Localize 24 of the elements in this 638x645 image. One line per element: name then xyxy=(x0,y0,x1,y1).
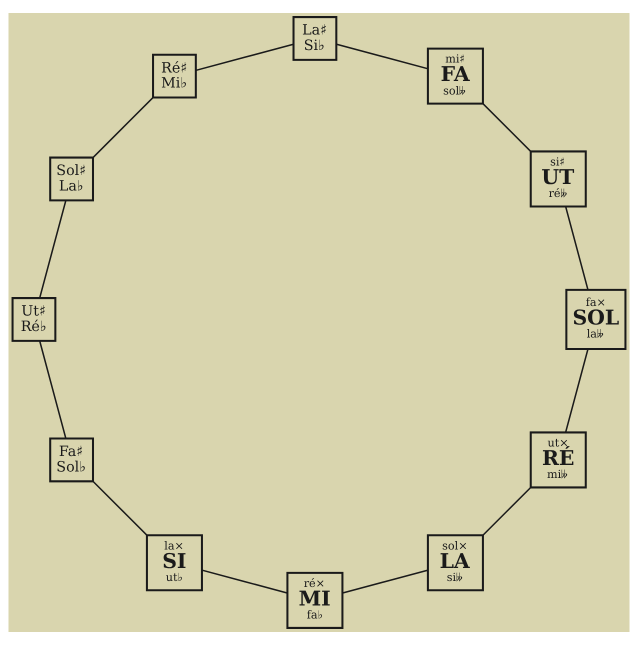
connector xyxy=(564,349,589,432)
node-box: ut× RÉ mi𝄫 xyxy=(530,431,587,488)
connector xyxy=(39,200,67,298)
connector xyxy=(336,44,428,70)
node-box: Sol♯ La♭ xyxy=(49,156,94,202)
node-box: mi♯ FA sol𝄫 xyxy=(426,48,484,105)
connector xyxy=(202,569,288,594)
node-box: la× SI ut♭ xyxy=(146,534,203,592)
node-box: Fa♯ Sol♭ xyxy=(49,438,94,482)
node-box: Ut♯ Ré♭ xyxy=(12,297,56,342)
node-box: ré× MI fa♭ xyxy=(286,572,344,629)
connector xyxy=(342,569,428,594)
connector xyxy=(92,97,154,158)
connector xyxy=(196,43,294,72)
connector xyxy=(482,103,532,152)
connector xyxy=(38,340,67,438)
node-box: fa× SOL la𝄫 xyxy=(565,288,626,350)
node-box: La♯ Si♭ xyxy=(292,16,338,61)
node-box: si♯ UT ré𝄫 xyxy=(530,150,587,208)
node-box: sol× LA si𝄫 xyxy=(426,534,484,592)
node-box: Ré♯ Mi♭ xyxy=(152,54,197,99)
connector xyxy=(564,206,589,290)
connector xyxy=(482,486,532,536)
connector xyxy=(92,480,148,536)
